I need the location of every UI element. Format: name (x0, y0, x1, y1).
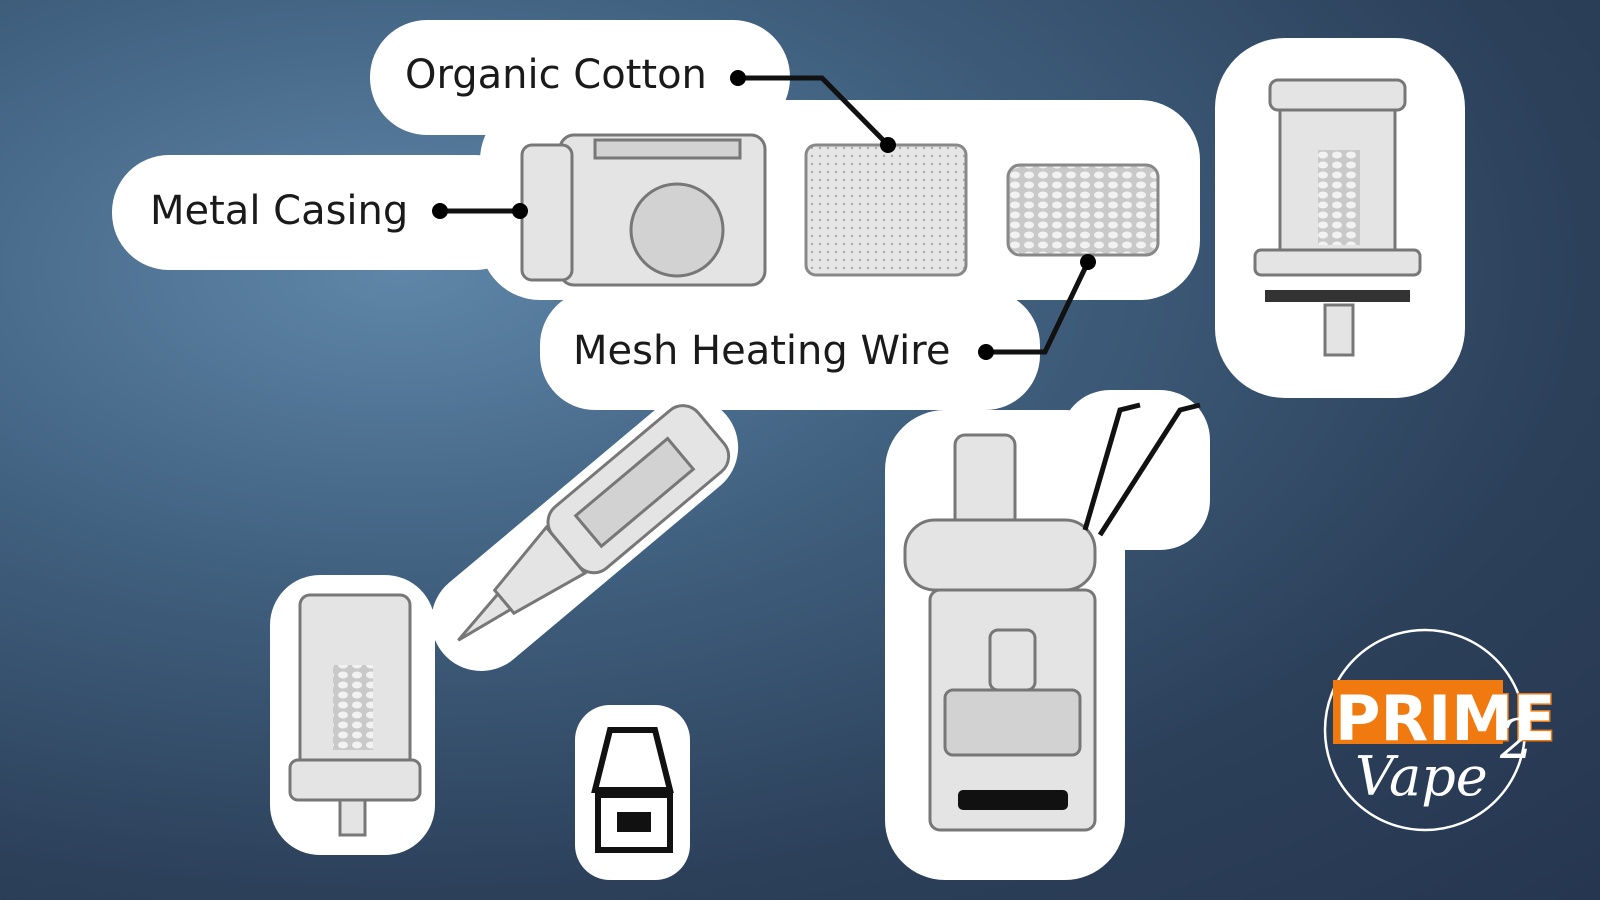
metal-casing-illustration (520, 133, 767, 287)
drip-tip-sticker (575, 705, 690, 880)
dropper-bottle-sticker (431, 397, 739, 671)
coil-head-illustration (1253, 78, 1422, 357)
prime2vape-logo: PRIME 2 Vape (1323, 628, 1557, 832)
mesh-heating-wire-illustration (1006, 163, 1160, 257)
small-coil-sticker (270, 575, 435, 855)
tank-sticker (885, 390, 1210, 880)
logo-number: 2 (1499, 708, 1534, 771)
logo-prime-text: PRIME (1335, 682, 1555, 755)
label-metal-casing: Metal Casing (150, 188, 408, 234)
logo-vape-text: Vape (1355, 745, 1488, 808)
organic-cotton-illustration (804, 143, 968, 277)
leader-lines (432, 70, 1096, 360)
label-organic-cotton: Organic Cotton (405, 52, 707, 98)
label-mesh-heating-wire: Mesh Heating Wire (573, 328, 950, 374)
